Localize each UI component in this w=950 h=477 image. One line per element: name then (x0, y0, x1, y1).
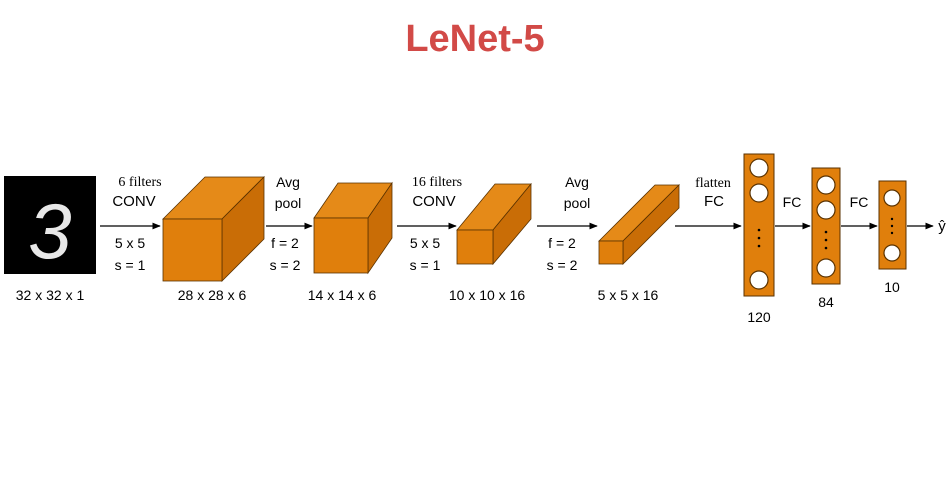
conv2-dims: 10 x 10 x 16 (449, 287, 525, 303)
volume-10x10x16 (456, 182, 532, 266)
pool1-dims: 14 x 14 x 6 (308, 287, 377, 303)
conv2-label-top2: CONV (412, 193, 455, 210)
fc-layer-120 (743, 153, 775, 297)
pool2-label-bot2: s = 2 (547, 257, 578, 273)
pool1-label-bot1: f = 2 (271, 235, 299, 251)
conv2-label-bot2: s = 1 (410, 257, 441, 273)
flatten-label-top2: FC (704, 193, 724, 210)
volume-5x5x16 (598, 184, 680, 265)
pool2-dims: 5 x 5 x 16 (598, 287, 659, 303)
conv1-dims: 28 x 28 x 6 (178, 287, 247, 303)
pool2-label-top2: pool (564, 195, 590, 211)
pool2-label-bot1: f = 2 (548, 235, 576, 251)
fc1-units: 120 (747, 309, 771, 325)
conv1-label-bot1: 5 x 5 (115, 235, 146, 251)
input-image: 3 (4, 176, 96, 275)
input-digit: 3 (28, 187, 71, 275)
conv1-label-top1: 6 filters (118, 175, 161, 190)
output-symbol: ŷ (938, 218, 946, 235)
pool1-label-top2: pool (275, 195, 301, 211)
fc2-units: 84 (818, 294, 834, 310)
fc-layer-84 (811, 167, 841, 285)
conv1-label-bot2: s = 1 (115, 257, 146, 273)
fc2-arrow-label: FC (783, 194, 802, 210)
input-dims: 32 x 32 x 1 (16, 287, 85, 303)
flatten-label-top1: flatten (695, 176, 731, 191)
pool2-label-top1: Avg (565, 174, 589, 190)
fc3-arrow-label: FC (850, 194, 869, 210)
conv2-label-bot1: 5 x 5 (410, 235, 441, 251)
volume-28x28x6 (162, 176, 265, 282)
conv1-label-top2: CONV (112, 193, 155, 210)
page-title: LeNet-5 (405, 18, 545, 60)
fc-layer-10 (878, 180, 907, 270)
volume-14x14x6 (313, 181, 393, 275)
conv2-label-top1: 16 filters (412, 175, 462, 190)
fc3-units: 10 (884, 279, 900, 295)
pool1-label-bot2: s = 2 (270, 257, 301, 273)
pool1-label-top1: Avg (276, 174, 300, 190)
